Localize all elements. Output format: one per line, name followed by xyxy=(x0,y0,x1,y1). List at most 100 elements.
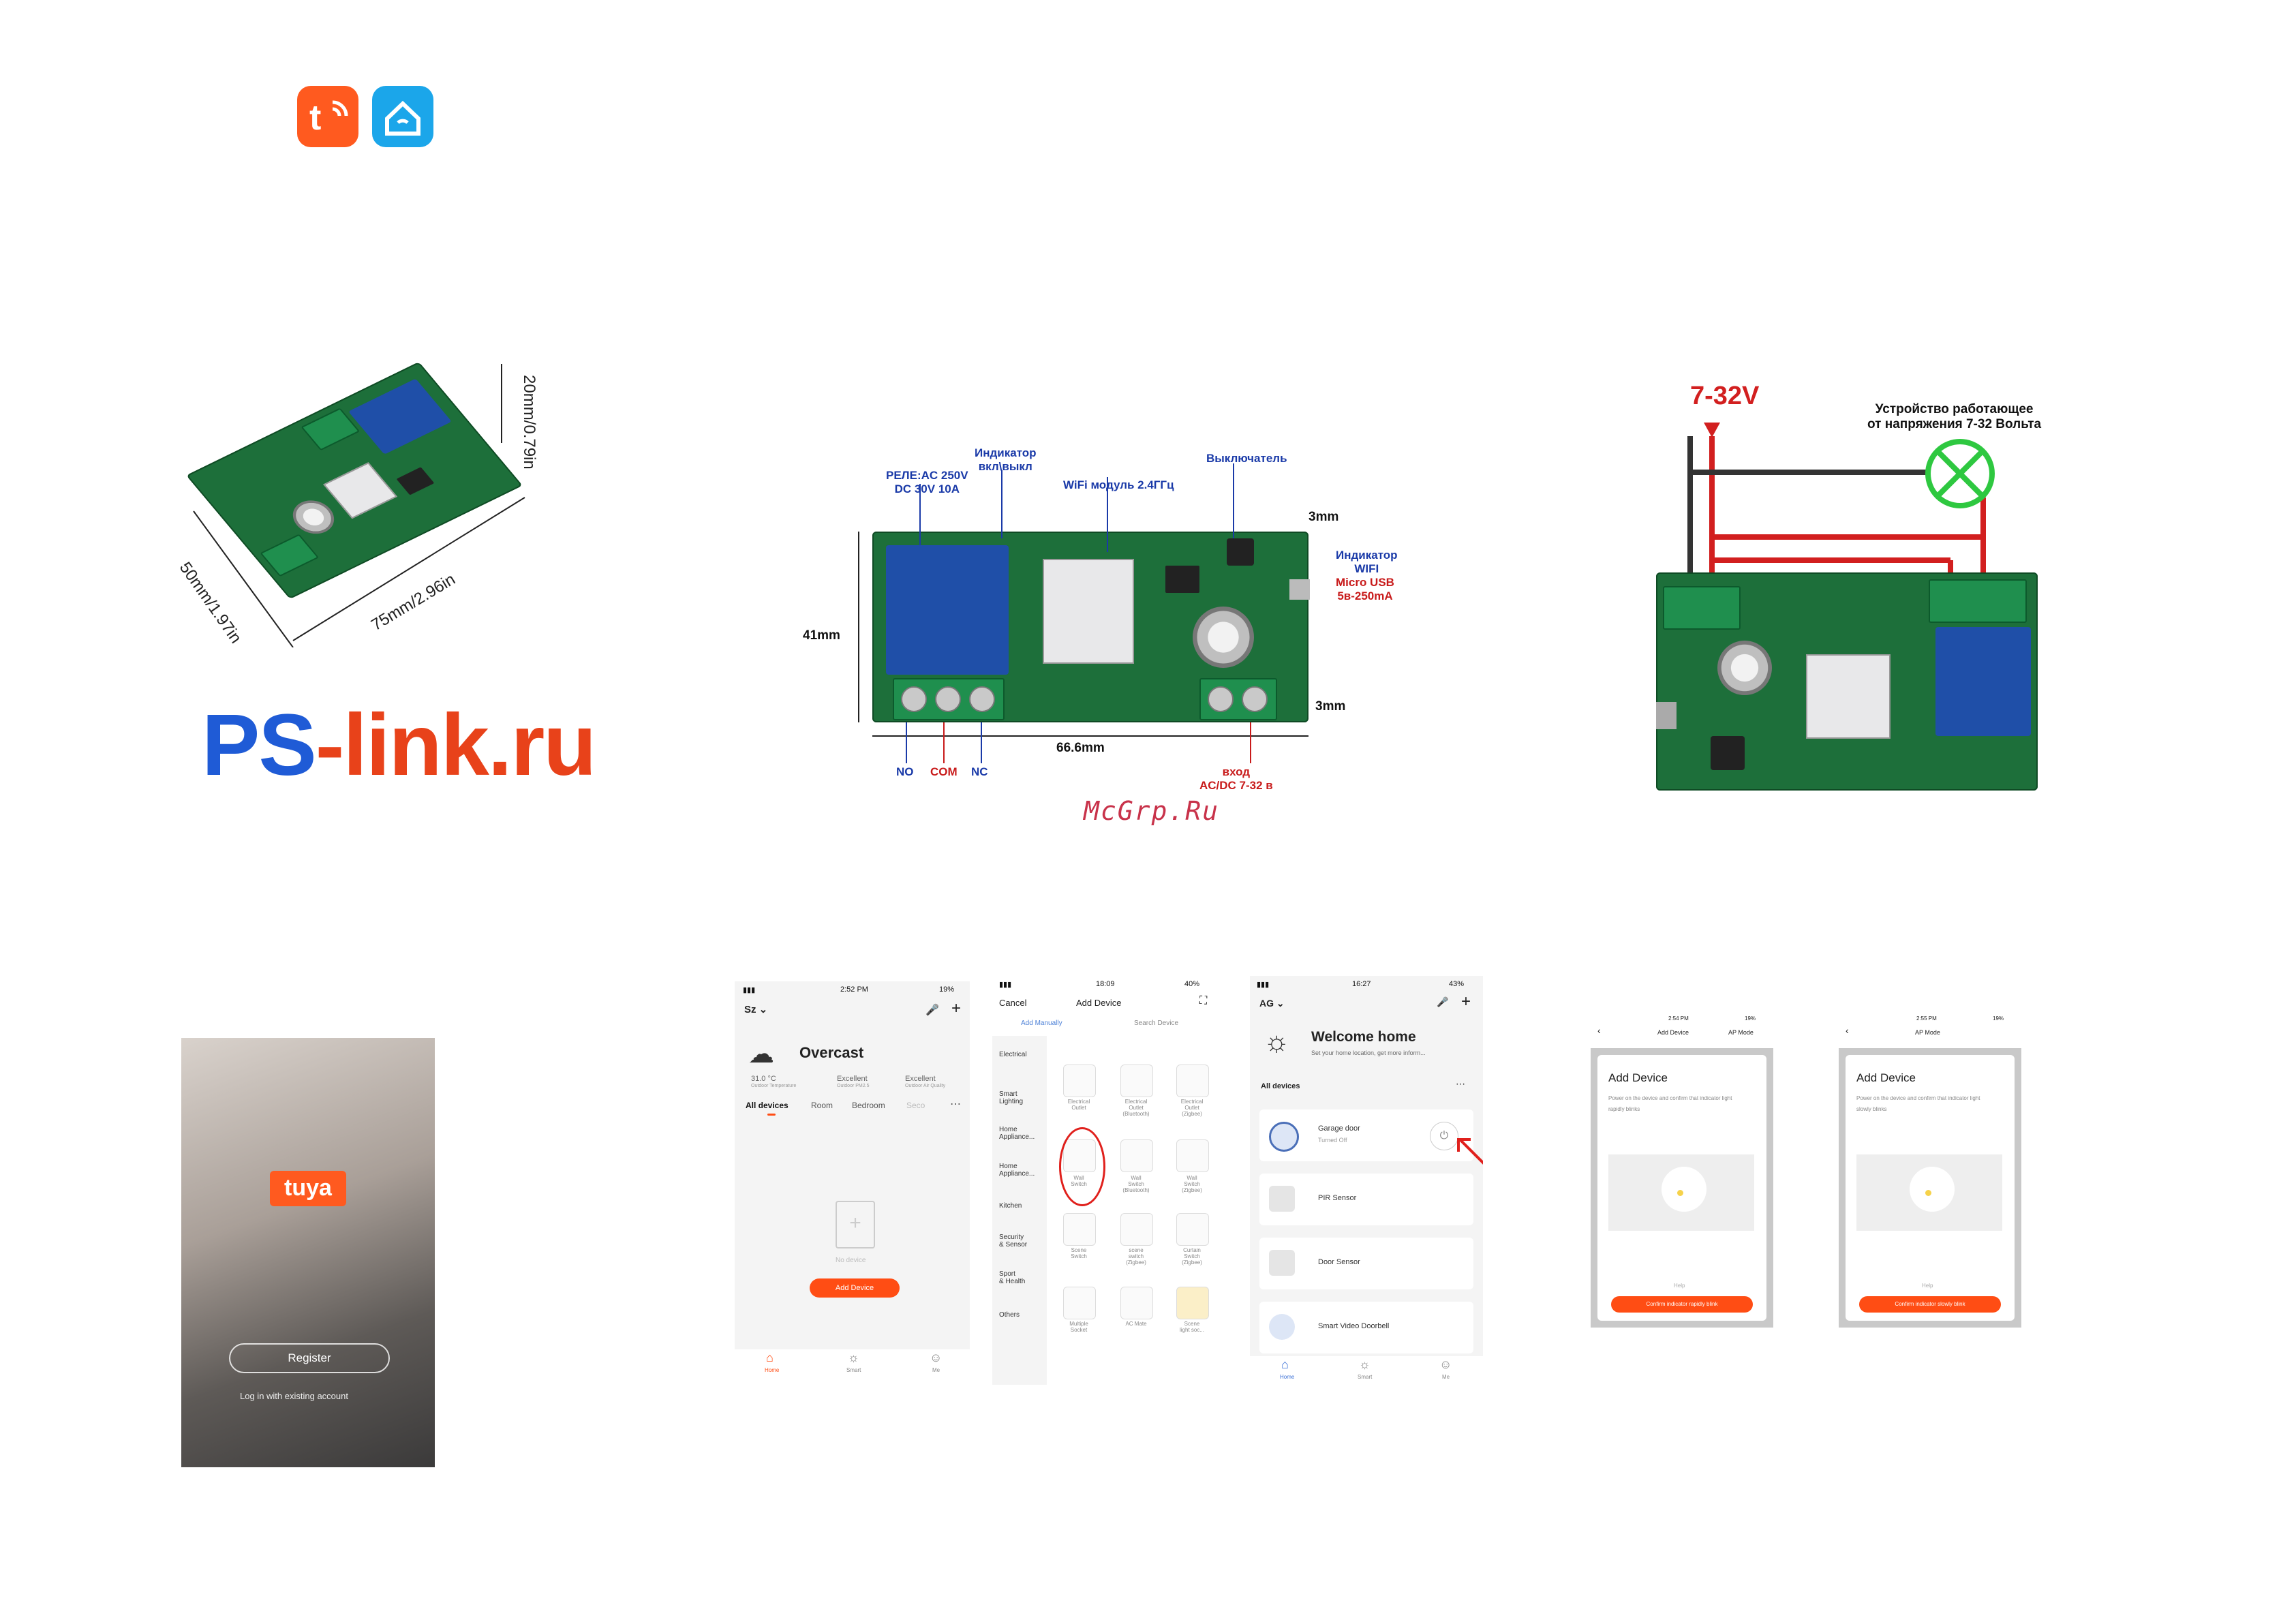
device-card[interactable]: Door Sensor xyxy=(1259,1238,1473,1289)
device-card[interactable]: Smart Video Doorbell xyxy=(1259,1302,1473,1353)
confirm-button[interactable]: Confirm indicator rapidly blink xyxy=(1611,1296,1753,1313)
tab-search-device[interactable]: Search Device xyxy=(1134,1020,1179,1027)
category-item[interactable]: Home Appliance... xyxy=(999,1126,1035,1141)
tab-add-manually[interactable]: Add Manually xyxy=(1021,1020,1062,1027)
me-nav-icon[interactable]: ☺ xyxy=(930,1351,943,1364)
relay xyxy=(886,545,1009,675)
width-label: 66.6mm xyxy=(1056,741,1105,755)
category-item[interactable]: Electrical xyxy=(999,1051,1027,1058)
welcome-home-screen: ▮▮▮ 16:27 43% AG ⌄ 🎤 + ☼ Welcome home Se… xyxy=(1250,976,1483,1385)
pm-value: Excellent xyxy=(837,1075,868,1083)
add-icon[interactable]: + xyxy=(1461,992,1471,1011)
help-link[interactable]: Help xyxy=(1922,1283,1933,1289)
register-label: Register xyxy=(288,1351,331,1364)
more-icon[interactable]: ⋯ xyxy=(950,1099,961,1110)
add-device-screen: ▮▮▮ 18:09 40% Cancel Add Device ⛶ Add Ma… xyxy=(992,976,1220,1385)
cancel-button[interactable]: Cancel xyxy=(999,998,1027,1008)
pairing-heading: Add Device xyxy=(1856,1071,1916,1084)
device-name: Garage door xyxy=(1318,1124,1360,1133)
tab-room[interactable]: Room xyxy=(811,1101,833,1110)
scan-icon[interactable]: ⛶ xyxy=(1199,995,1208,1007)
back-icon[interactable]: ‹ xyxy=(1846,1025,1849,1036)
height-label: 20mm/0.79in xyxy=(520,375,538,470)
device-type-item[interactable] xyxy=(1176,1064,1209,1097)
micro-usb-label: Micro USB 5в-250mA xyxy=(1336,576,1394,602)
welcome-subtitle[interactable]: Set your home location, get more inform.… xyxy=(1311,1050,1426,1056)
login-link[interactable]: Log in with existing account xyxy=(240,1391,348,1401)
home-nav-icon[interactable]: ⌂ xyxy=(1281,1358,1289,1371)
me-nav-label: Me xyxy=(1442,1374,1450,1380)
category-item[interactable]: Others xyxy=(999,1311,1020,1319)
category-item[interactable]: Security & Sensor xyxy=(999,1234,1028,1248)
device-type-item[interactable] xyxy=(1176,1213,1209,1246)
signal-icon: ▮▮▮ xyxy=(1257,981,1270,989)
device-type-label: Curtain Switch (Zigbee) xyxy=(1182,1247,1202,1266)
mic-icon[interactable]: 🎤 xyxy=(1437,996,1449,1007)
device-card[interactable]: PIR Sensor xyxy=(1259,1174,1473,1225)
ap-mode-link[interactable]: AP Mode xyxy=(1728,1029,1754,1036)
home-name: Sz xyxy=(744,1004,756,1015)
welcome-title: Welcome home xyxy=(1311,1029,1416,1045)
category-item[interactable]: Kitchen xyxy=(999,1202,1022,1210)
device-type-label: Electrical Outlet (Zigbee) xyxy=(1180,1099,1204,1117)
watermark: McGrp.Ru xyxy=(1084,796,1220,826)
device-type-label: Multiple Socket xyxy=(1069,1321,1088,1333)
mic-icon[interactable]: 🎤 xyxy=(925,1005,939,1016)
status-time: 16:27 xyxy=(1352,980,1371,988)
device-type-item[interactable] xyxy=(1120,1213,1153,1246)
more-icon[interactable]: ⋯ xyxy=(1456,1078,1465,1089)
status-battery: 19% xyxy=(1745,1015,1756,1022)
device-card[interactable]: Garage door Turned Off ⏻ xyxy=(1259,1109,1473,1161)
add-device-button[interactable]: Add Device xyxy=(810,1278,900,1298)
register-button[interactable]: Register xyxy=(229,1343,390,1373)
home-nav-icon[interactable]: ⌂ xyxy=(766,1351,774,1364)
pairing-text: Power on the device and confirm that ind… xyxy=(1608,1095,1732,1112)
doorbell-icon xyxy=(1269,1314,1295,1340)
smart-nav-label: Smart xyxy=(1358,1374,1373,1380)
tab-bedroom[interactable]: Bedroom xyxy=(852,1101,885,1110)
dimension-lines xyxy=(193,364,525,647)
category-item[interactable]: Home Appliance... xyxy=(999,1163,1035,1178)
wifi-module xyxy=(1806,654,1891,739)
terminal-block xyxy=(1929,579,2027,623)
device-type-item[interactable] xyxy=(1176,1287,1209,1319)
device-type-item[interactable] xyxy=(1120,1139,1153,1172)
add-icon[interactable]: + xyxy=(951,999,962,1017)
signal-icon: ▮▮▮ xyxy=(743,986,756,994)
device-type-item[interactable] xyxy=(1176,1139,1209,1172)
power-button[interactable]: ⏻ xyxy=(1430,1122,1458,1150)
category-item[interactable]: Sport & Health xyxy=(999,1270,1026,1285)
pairing-screen-rapid: 2:54 PM 19% ‹ Add Device AP Mode Add Dev… xyxy=(1591,1013,1773,1328)
tab-second[interactable]: Seco xyxy=(906,1101,925,1110)
device-type-item[interactable] xyxy=(1063,1064,1096,1097)
device-type-item[interactable] xyxy=(1063,1287,1096,1319)
wiring-diagram: 7-32V Устройство работающее от напряжени… xyxy=(1636,382,2058,797)
home-selector[interactable]: AG ⌄ xyxy=(1259,998,1285,1009)
confirm-button[interactable]: Confirm indicator slowly blink xyxy=(1859,1296,2001,1313)
home-nav-label: Home xyxy=(1280,1374,1295,1380)
smart-nav-icon[interactable]: ☼ xyxy=(848,1351,859,1364)
tuya-logo-text: tuya xyxy=(284,1175,332,1201)
add-device-label: Add Device xyxy=(835,1284,874,1292)
me-nav-icon[interactable]: ☺ xyxy=(1439,1358,1452,1371)
back-icon[interactable]: ‹ xyxy=(1597,1025,1601,1036)
bottom-nav: ⌂ Home ☼ Smart ☺ Me xyxy=(735,1349,970,1378)
voltage-label: 7-32V xyxy=(1690,382,1760,410)
device-type-item[interactable] xyxy=(1063,1213,1096,1246)
device-type-label: Scene Switch xyxy=(1071,1247,1087,1259)
category-item[interactable]: Smart Lighting xyxy=(999,1090,1024,1105)
nc-label: NC xyxy=(971,765,988,778)
status-battery: 40% xyxy=(1184,980,1200,988)
device-type-item[interactable] xyxy=(1120,1287,1153,1319)
device-type-item[interactable] xyxy=(1120,1064,1153,1097)
terminal-no-com-nc xyxy=(893,678,1005,720)
all-devices-label: All devices xyxy=(1261,1082,1300,1090)
tab-all-devices[interactable]: All devices xyxy=(746,1101,789,1110)
wifi-module xyxy=(1043,559,1134,664)
smart-nav-icon[interactable]: ☼ xyxy=(1359,1358,1371,1371)
status-bar: ▮▮▮ 18:09 40% xyxy=(992,976,1220,994)
help-link[interactable]: Help xyxy=(1674,1283,1685,1289)
highlight-circle xyxy=(1059,1127,1105,1206)
home-selector[interactable]: Sz ⌄ xyxy=(744,1004,768,1015)
sensor-icon xyxy=(1269,1186,1295,1212)
